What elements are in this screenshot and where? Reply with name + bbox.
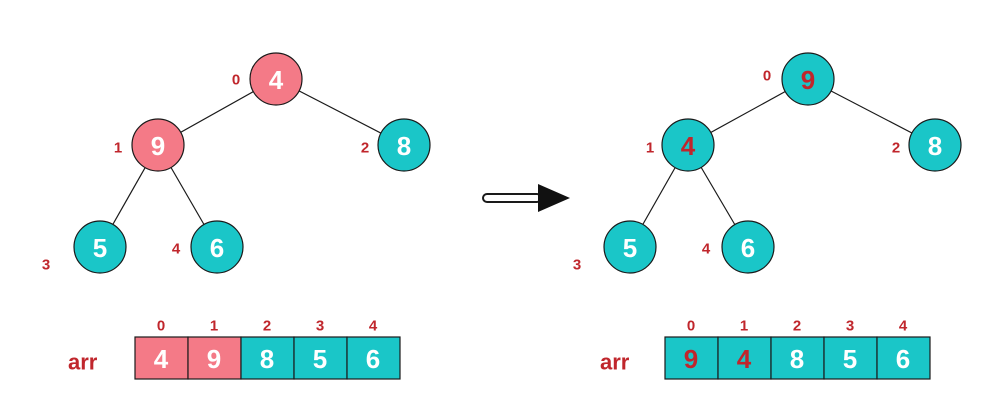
array-index: 3 [846, 318, 854, 335]
array-cell-4: 4 6 [876, 318, 931, 380]
tree-node-2: 8 2 [892, 118, 962, 172]
node-index-label: 4 [172, 241, 181, 258]
array-index: 2 [263, 318, 271, 335]
array-cell-3: 3 5 [823, 318, 878, 380]
array-cell-box [664, 336, 719, 380]
array-before: arr 0 4 1 9 2 8 3 5 4 [68, 318, 401, 380]
array-index: 3 [316, 318, 324, 335]
node-value: 9 [151, 131, 165, 161]
array-cell-0: 0 9 [664, 318, 719, 380]
node-value: 8 [928, 131, 942, 161]
node-index-label: 2 [361, 140, 369, 157]
array-value: 8 [260, 344, 274, 374]
node-circle [908, 118, 962, 172]
array-index: 0 [157, 318, 165, 335]
array-cell-1: 1 4 [717, 318, 772, 380]
tree-node-0: 4 0 [232, 52, 303, 106]
array-cell-3: 3 5 [293, 318, 348, 380]
node-value: 4 [269, 65, 284, 95]
array-cell-2: 2 8 [240, 318, 295, 380]
array-index: 4 [899, 318, 908, 335]
tree-node-3: 5 3 [42, 220, 127, 274]
array-cell-box [240, 336, 295, 380]
array-cell-box [823, 336, 878, 380]
node-circle [190, 220, 244, 274]
array-index: 0 [687, 318, 695, 335]
array-label: arr [600, 350, 630, 375]
array-cell-box [876, 336, 931, 380]
node-circle [721, 220, 775, 274]
node-circle [377, 118, 431, 172]
tree-node-1: 4 1 [646, 118, 715, 172]
node-index-label: 0 [763, 68, 771, 85]
array-cell-2: 2 8 [770, 318, 825, 380]
node-index-label: 3 [573, 257, 581, 274]
node-value: 5 [623, 233, 637, 263]
array-cell-box [770, 336, 825, 380]
node-index-label: 2 [892, 140, 900, 157]
array-index: 1 [210, 318, 218, 335]
node-circle [131, 118, 185, 172]
tree-node-3: 5 3 [573, 220, 657, 274]
node-value: 4 [681, 131, 696, 161]
array-value: 6 [366, 344, 380, 374]
array-value: 4 [154, 344, 169, 374]
tree-node-0: 9 0 [763, 52, 835, 106]
node-circle [603, 220, 657, 274]
node-circle [73, 220, 127, 274]
after-panel: 9 0 4 1 8 2 5 3 6 4 arr 0 9 [573, 52, 962, 380]
node-circle [249, 52, 303, 106]
array-value: 5 [843, 344, 857, 374]
array-cell-0: 0 4 [134, 318, 189, 380]
long-right-arrow-icon [482, 184, 570, 212]
array-cell-box [346, 336, 401, 380]
tree-node-1: 9 1 [114, 118, 185, 172]
node-value: 9 [801, 65, 815, 95]
array-label: arr [68, 350, 98, 375]
tree-node-4: 6 4 [702, 220, 775, 274]
array-value: 6 [896, 344, 910, 374]
node-circle [661, 118, 715, 172]
array-cell-box [717, 336, 772, 380]
tree-node-2: 8 2 [361, 118, 431, 172]
array-value: 9 [207, 344, 221, 374]
tree-node-4: 6 4 [172, 220, 244, 274]
array-index: 1 [740, 318, 748, 335]
array-cell-4: 4 6 [346, 318, 401, 380]
node-index-label: 3 [42, 257, 50, 274]
array-after: arr 0 9 1 4 2 8 3 5 4 [600, 318, 931, 380]
array-cell-box [293, 336, 348, 380]
node-circle [781, 52, 835, 106]
array-value: 9 [684, 344, 698, 374]
array-value: 5 [313, 344, 327, 374]
node-value: 6 [741, 233, 755, 263]
before-panel: 4 0 9 1 8 2 5 3 6 4 arr 0 4 [42, 52, 431, 380]
array-value: 8 [790, 344, 804, 374]
array-index: 2 [793, 318, 801, 335]
node-index-label: 1 [646, 140, 654, 157]
node-index-label: 1 [114, 140, 122, 157]
array-index: 4 [369, 318, 378, 335]
node-value: 5 [93, 233, 107, 263]
array-value: 4 [737, 344, 752, 374]
node-value: 6 [210, 233, 224, 263]
node-value: 8 [397, 131, 411, 161]
node-index-label: 0 [232, 72, 240, 89]
array-cell-1: 1 9 [187, 318, 242, 380]
node-index-label: 4 [702, 241, 711, 258]
